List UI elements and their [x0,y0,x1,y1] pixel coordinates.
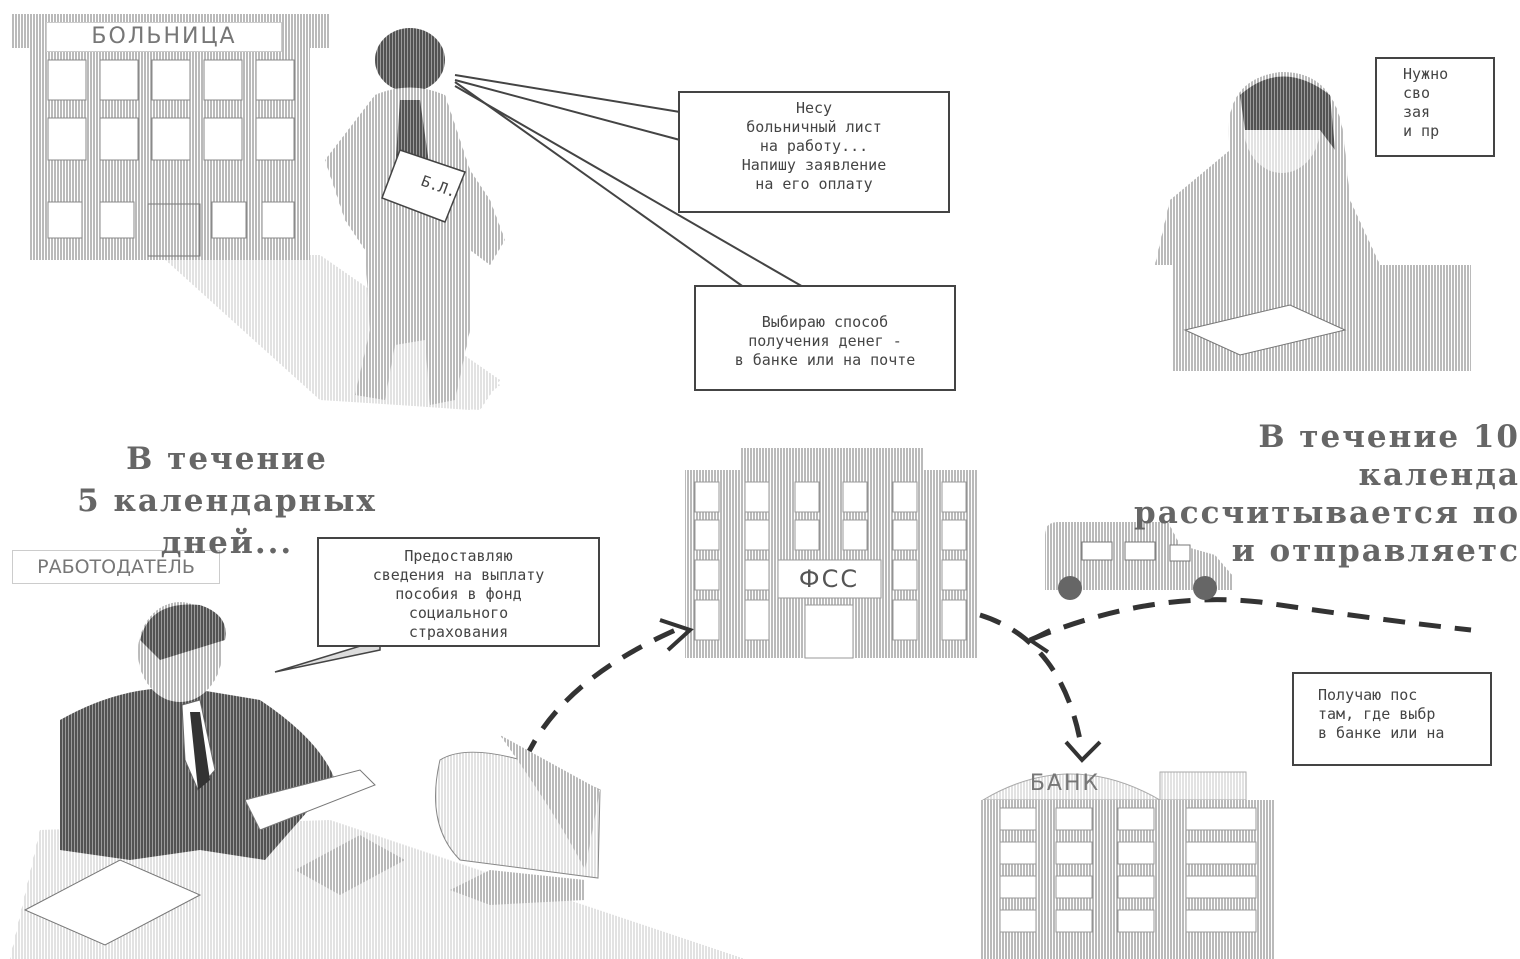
callout-choose-payment-method: Выбираю способ получения денег - в банке… [694,285,956,391]
employer-label: РАБОТОДАТЕЛЬ [12,550,220,584]
clerk-figure [1155,71,1380,265]
employer-man-figure [60,602,376,860]
callout-pointer-lines [454,74,806,289]
fss-label: ФСС [799,565,859,593]
sick-sheet-paper: Б.Л. [381,149,466,223]
callout-clerk-partial: Нужно сво зая и пр [1375,57,1495,157]
clerk-desk [1172,265,1471,371]
fss-building: ФСС [685,448,977,659]
bank-building: БАНК [980,771,1275,959]
bank-label: БАНК [1030,771,1100,796]
flow-arrowheads [659,618,1102,763]
flow-arrows [522,597,1472,762]
employer-desk [10,820,745,959]
computer-monitor [435,735,601,905]
diagram-canvas: Б.Л. ФСС [10,14,1518,959]
callout-carry-sick-sheet: Несу больничный лист на работу... Напишу… [678,91,950,213]
caption-five-days: В течение 5 календарных дней... [77,441,377,561]
caption-ten-days: В течение 10 календа рассчитывается по и… [1134,419,1520,569]
illustration-layer: Б.Л. ФСС [10,14,1472,959]
callout-employer-provides-info: Предоставляю сведения на выплату пособия… [317,537,600,647]
callout-receive-partial: Получаю пос там, где выбр в банке или на [1292,672,1492,766]
hospital-sign: БОЛЬНИЦА [46,22,282,52]
woman-figure [325,28,505,410]
delivery-van [1045,522,1232,600]
